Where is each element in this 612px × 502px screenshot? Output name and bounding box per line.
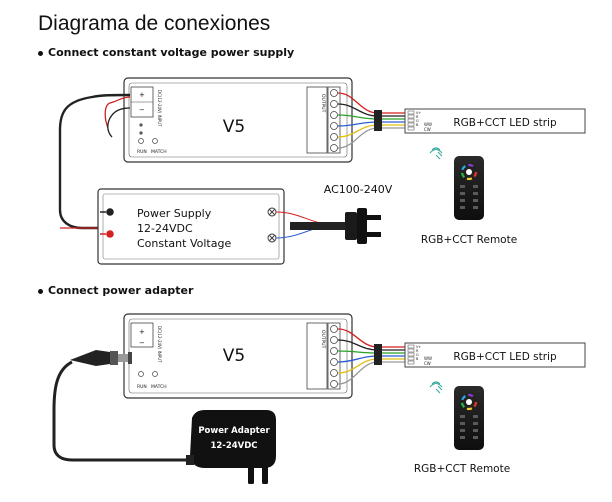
svg-text:V+: V+ xyxy=(416,111,421,115)
strip-label: RGB+CCT LED strip xyxy=(453,117,557,129)
input-terminal-label: DC(12-24V) INPUT xyxy=(157,90,162,127)
black-wire xyxy=(58,93,131,230)
power-supply-line2: 12-24VDC xyxy=(137,222,193,235)
controller-1: + − DC(12-24V) INPUT RUN MATCH V5 OUTPUT xyxy=(123,77,353,163)
svg-text:G: G xyxy=(416,119,419,123)
power-supply-box: Power Supply 12-24VDC Constant Voltage xyxy=(97,188,285,265)
adapter-line1: Power Adapter xyxy=(198,426,270,436)
remote-label: RGB+CCT Remote xyxy=(414,463,510,475)
ac-voltage-label: AC100-240V xyxy=(324,183,393,196)
output-wire-bundle-2 xyxy=(337,328,405,385)
wireless-signal-icon xyxy=(429,147,443,160)
controller-2: + − DC(12-24V) INPUT RUN MATCH V5 OUTPUT xyxy=(123,313,353,399)
svg-text:B: B xyxy=(416,123,419,127)
ac-plug-icon xyxy=(275,208,381,244)
section-heading-text: Connect power adapter xyxy=(48,284,194,297)
svg-text:WW: WW xyxy=(424,356,432,361)
output-wire-bundle-1 xyxy=(337,92,405,149)
remote-label: RGB+CCT Remote xyxy=(421,234,517,246)
run-label: RUN xyxy=(137,384,147,390)
svg-text:R: R xyxy=(416,349,419,353)
power-supply-line3: Constant Voltage xyxy=(137,237,231,250)
output-terminal-label: OUTPUT xyxy=(320,94,326,113)
section-heading-power-supply: Connect constant voltage power supply xyxy=(38,46,294,59)
output-terminal-label: OUTPUT xyxy=(320,330,326,349)
match-label: MATCH xyxy=(151,384,167,390)
svg-text:CW: CW xyxy=(424,127,431,132)
svg-text:V+: V+ xyxy=(416,345,421,349)
controller-label: V5 xyxy=(223,346,245,366)
svg-text:+: + xyxy=(139,328,145,336)
controller-label: V5 xyxy=(223,117,245,137)
red-wire xyxy=(104,96,131,129)
black-wire-short xyxy=(107,107,131,138)
match-label: MATCH xyxy=(151,149,167,155)
bullet-icon xyxy=(38,50,43,56)
svg-text:−: − xyxy=(139,106,145,114)
power-adapter: Power Adapter 12-24VDC xyxy=(186,410,276,484)
remote-control-2 xyxy=(454,386,484,450)
section-heading-text: Connect constant voltage power supply xyxy=(48,46,295,59)
svg-text:−: − xyxy=(139,339,145,347)
svg-text:+: + xyxy=(139,91,145,99)
page-title: Diagrama de conexiones xyxy=(38,12,271,35)
remote-control-1 xyxy=(454,156,484,220)
run-label: RUN xyxy=(137,149,147,155)
bullet-icon xyxy=(38,288,43,294)
svg-text:CW: CW xyxy=(424,361,431,366)
input-terminal-label: DC(12-24V) INPUT xyxy=(157,326,162,363)
section-heading-power-adapter: Connect power adapter xyxy=(38,284,193,297)
adapter-line2: 12-24VDC xyxy=(210,441,257,451)
svg-text:R: R xyxy=(416,115,419,119)
power-supply-line1: Power Supply xyxy=(137,207,212,220)
strip-label: RGB+CCT LED strip xyxy=(453,351,557,363)
svg-text:G: G xyxy=(416,353,419,357)
dc-jack-connector xyxy=(52,350,186,462)
wireless-signal-icon xyxy=(429,381,443,394)
svg-text:B: B xyxy=(416,357,419,361)
svg-text:WW: WW xyxy=(424,122,432,127)
